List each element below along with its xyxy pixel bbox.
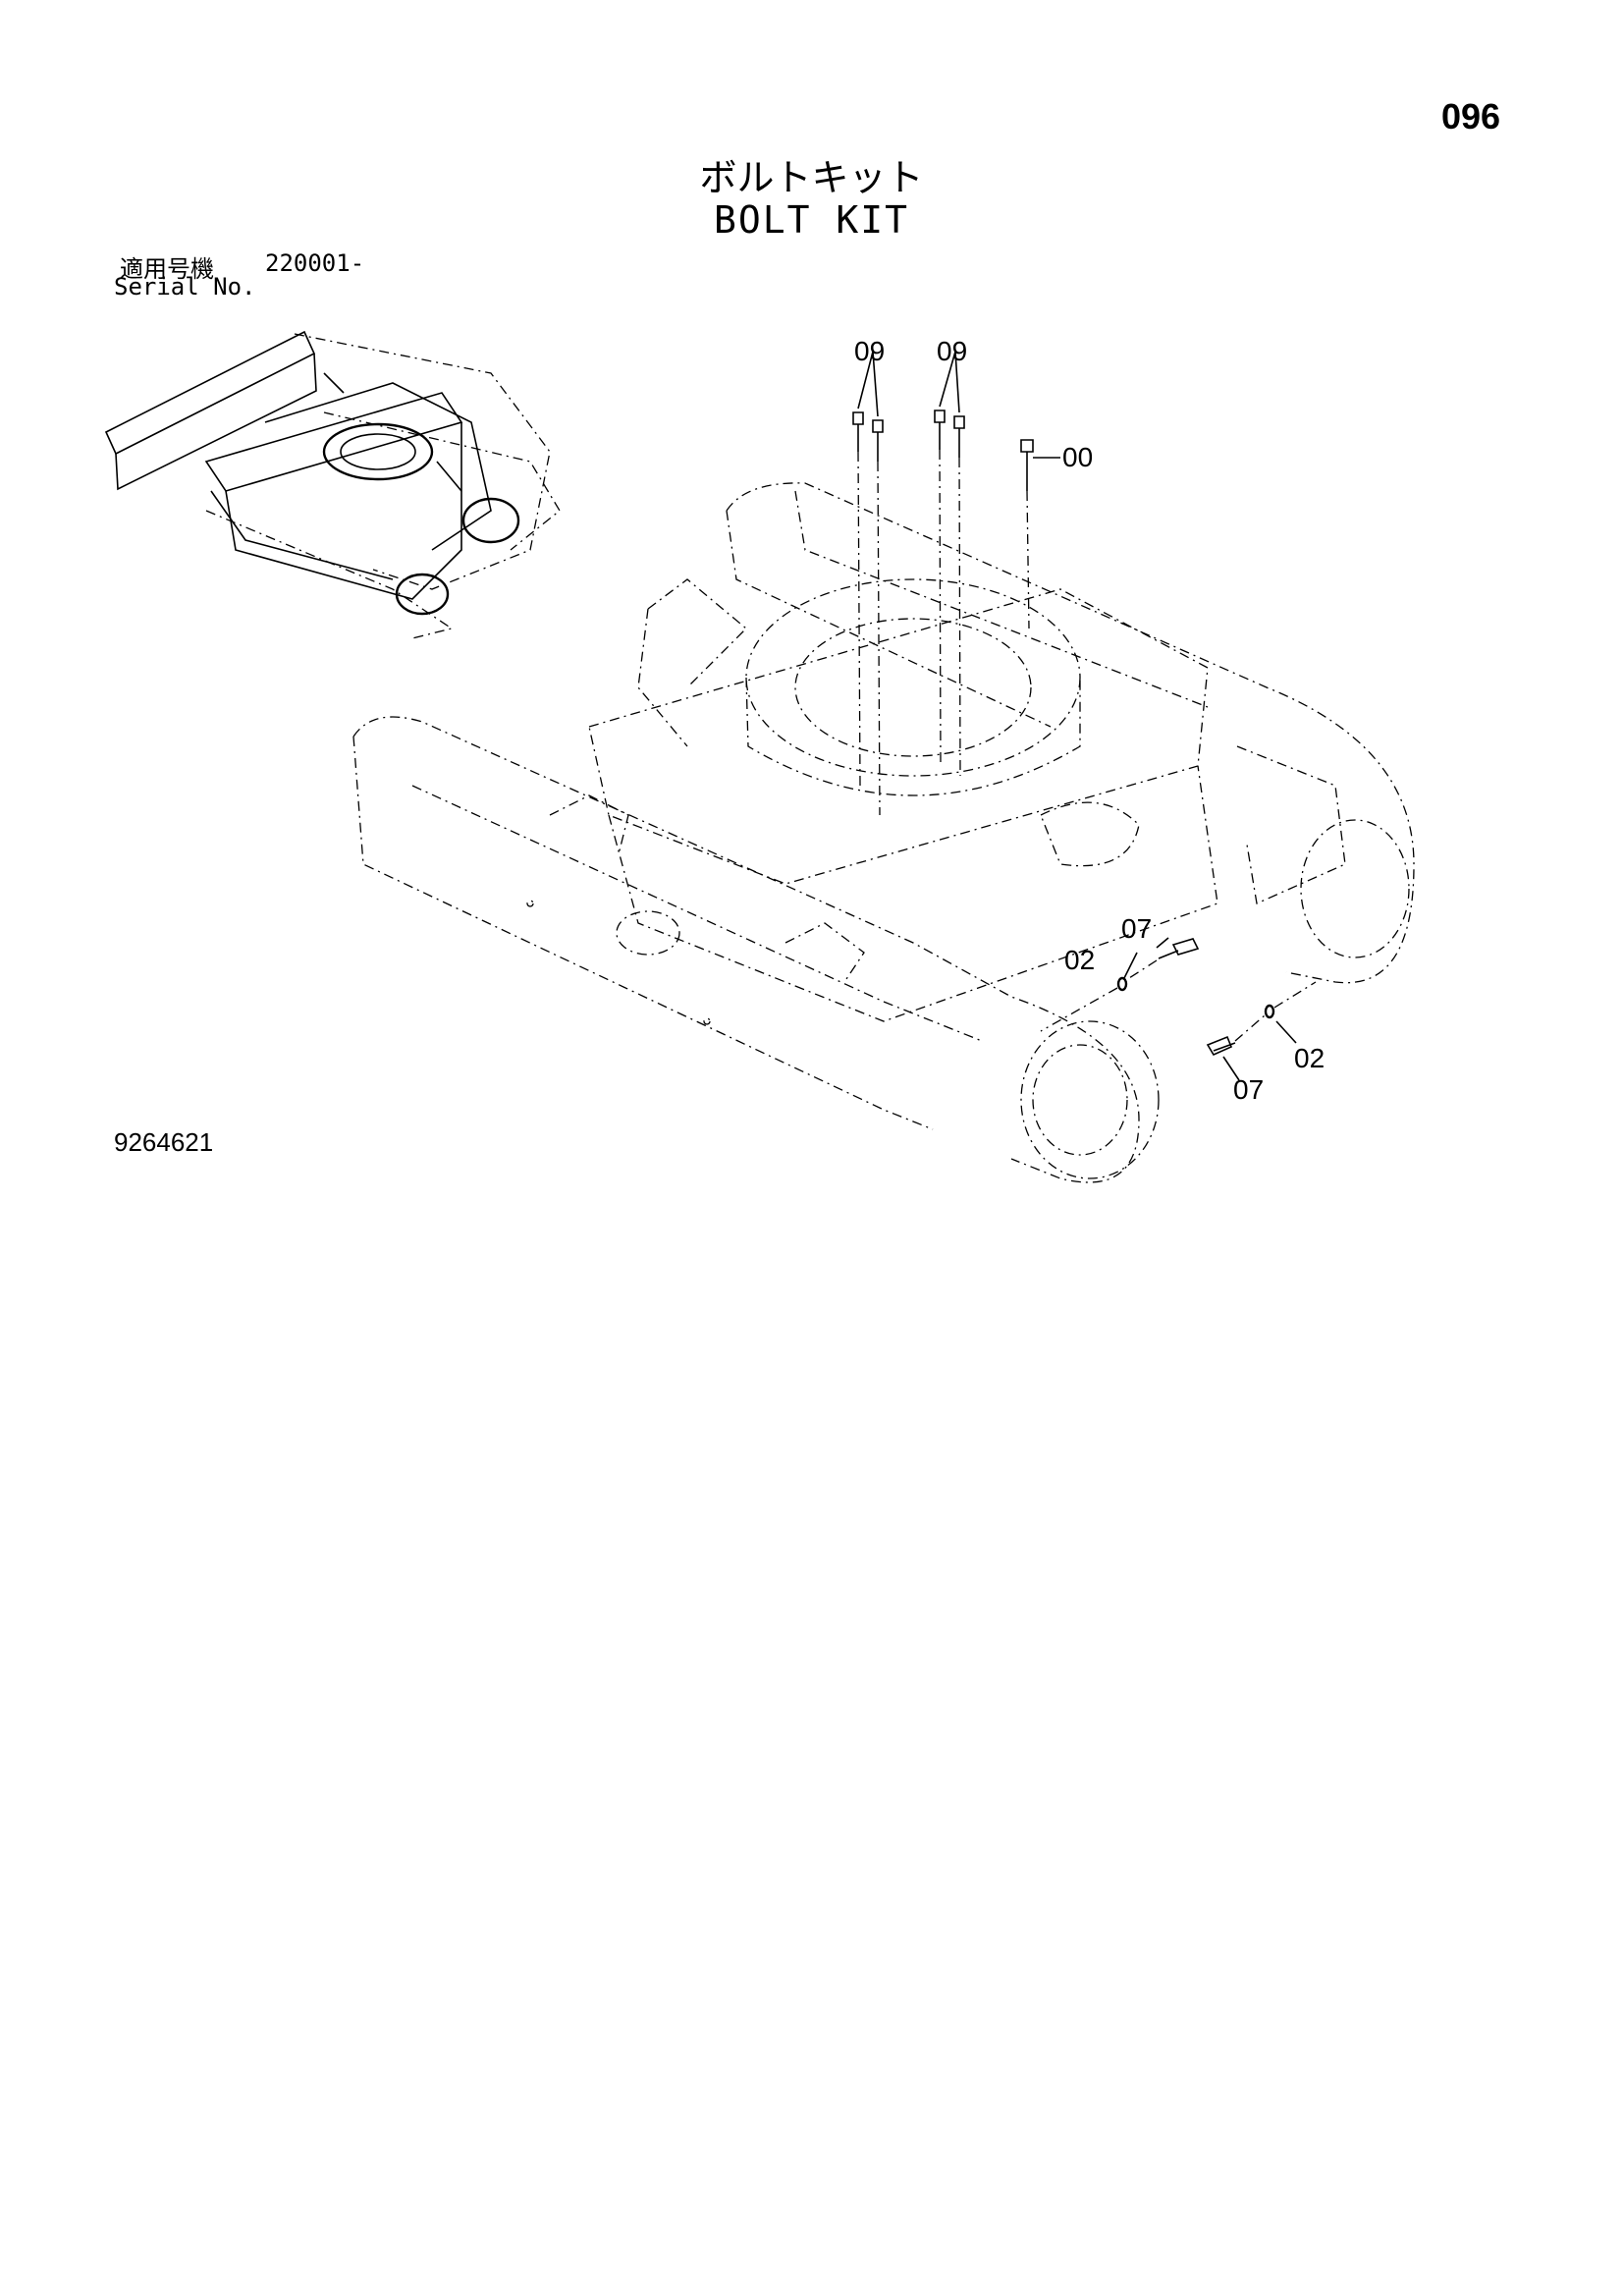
callout-label: 09 — [854, 336, 886, 366]
drawing-number: 9264621 — [114, 1127, 214, 1157]
callout-label: 00 — [1062, 442, 1094, 472]
serial-value: 220001- — [265, 249, 365, 277]
undercarriage-frame — [352, 482, 1415, 1183]
callout-label: 02 — [1064, 945, 1096, 975]
callout-label: 07 — [1233, 1074, 1265, 1105]
callout-label: 09 — [937, 336, 968, 366]
page-title-jp: ボルトキット — [699, 156, 924, 199]
serial-label-jp: 適用号機 — [120, 255, 214, 283]
page-title-en: BOLT KIT — [713, 198, 910, 242]
overview-illustration — [104, 330, 561, 639]
bolt-00 — [1020, 439, 1060, 629]
bolts-07-washers-02 — [1040, 937, 1317, 1081]
page-number: 096 — [1441, 96, 1501, 137]
bolts-09 — [852, 351, 965, 816]
serial-label-en: Serial No. — [114, 273, 256, 301]
callout-label: 07 — [1121, 913, 1153, 944]
callout-label: 02 — [1294, 1043, 1325, 1073]
